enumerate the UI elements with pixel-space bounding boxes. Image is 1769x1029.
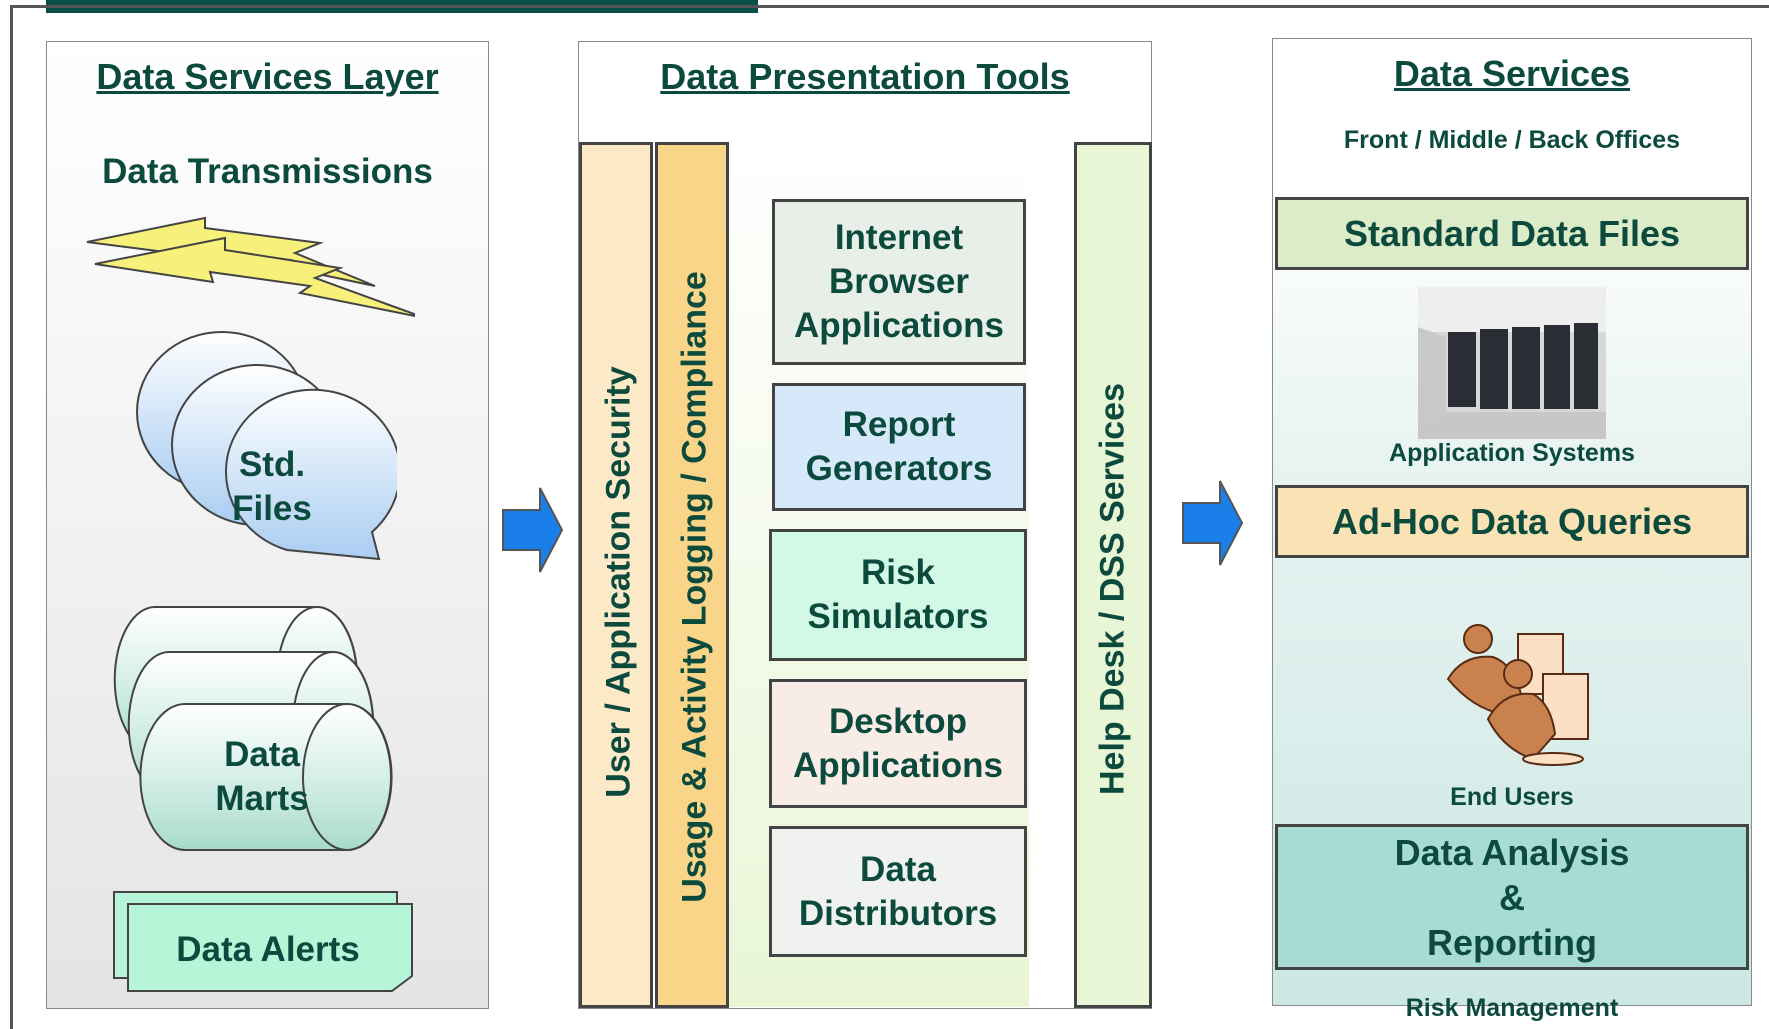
end-users-caption: End Users [1450, 783, 1574, 811]
analysis-line-2: & [1499, 876, 1525, 918]
data-alerts-label: Data Alerts [176, 930, 360, 969]
ad-hoc-data-queries-band: Ad-Hoc Data Queries [1275, 485, 1749, 558]
data-services-panel: Data Services Front / Middle / Back Offi… [1272, 38, 1752, 1022]
data-analysis-reporting-band: Data Analysis & Reporting [1275, 824, 1749, 970]
tool-line: Internet [834, 218, 964, 257]
tool-box-report-generators: Report Generators [772, 383, 1026, 511]
data-marts-line-1: Data [224, 735, 300, 774]
data-services-layer-panel: Data Services Layer Data Transmissions S… [46, 41, 489, 1009]
data-marts-line-2: Marts [215, 779, 309, 818]
outer-frame [10, 5, 1769, 1029]
logging-label: Usage & Activity Logging / Compliance [675, 271, 714, 903]
tool-box-risk-simulators: Risk Simulators [769, 529, 1027, 661]
tool-line: Browser [828, 262, 970, 301]
data-center-servers-icon [1418, 287, 1606, 439]
risk-management-caption: Risk Management [1405, 994, 1619, 1022]
data-transmissions-label: Data Transmissions [102, 152, 433, 191]
tool-line: Generators [805, 449, 993, 488]
data-services-heading: Data Services [1393, 53, 1631, 94]
analysis-line-1: Data Analysis [1394, 831, 1630, 873]
logging-bar [655, 142, 729, 1008]
lightning-bolt-icon [86, 216, 415, 318]
tool-box-internet-browser: Internet Browser Applications [772, 199, 1026, 365]
tool-line: Risk [861, 553, 935, 592]
data-presentation-tools-panel: Data Presentation Tools User / Applicati… [578, 41, 1152, 1009]
security-bar [579, 142, 653, 1008]
data-marts-icon [113, 606, 393, 851]
tool-line: Desktop [828, 701, 968, 741]
data-alerts-icon [113, 891, 413, 992]
security-label: User / Application Security [599, 366, 638, 798]
tool-box-desktop-applications: Desktop Applications [769, 679, 1027, 808]
tool-line: Applications [793, 306, 1005, 345]
helpdesk-bar [1074, 142, 1152, 1008]
end-users-icon [1446, 624, 1589, 766]
tool-line: Simulators [807, 597, 989, 636]
std-files-line-2: Files [232, 489, 312, 528]
data-presentation-tools-heading: Data Presentation Tools [660, 56, 1070, 97]
data-marts-label: Data Marts [187, 727, 337, 827]
application-systems-caption: Application Systems [1389, 439, 1635, 467]
arrow-right-icon [502, 487, 564, 573]
data-services-layer-heading: Data Services Layer [96, 56, 439, 97]
arrow-right-icon [1182, 480, 1244, 566]
standard-data-files-band: Standard Data Files [1275, 197, 1749, 270]
helpdesk-label: Help Desk / DSS Services [1093, 382, 1132, 796]
std-files-icon [136, 331, 397, 561]
tool-line: Distributors [798, 893, 998, 933]
std-files-line-1: Std. [238, 445, 306, 484]
tool-box-data-distributors: Data Distributors [769, 826, 1027, 957]
std-files-label: Std. Files [197, 437, 347, 537]
analysis-line-3: Reporting [1427, 921, 1597, 963]
tool-line: Data [860, 849, 936, 889]
offices-subheading: Front / Middle / Back Offices [1343, 126, 1681, 154]
tool-line: Report [842, 405, 956, 444]
tool-line: Applications [792, 745, 1004, 785]
